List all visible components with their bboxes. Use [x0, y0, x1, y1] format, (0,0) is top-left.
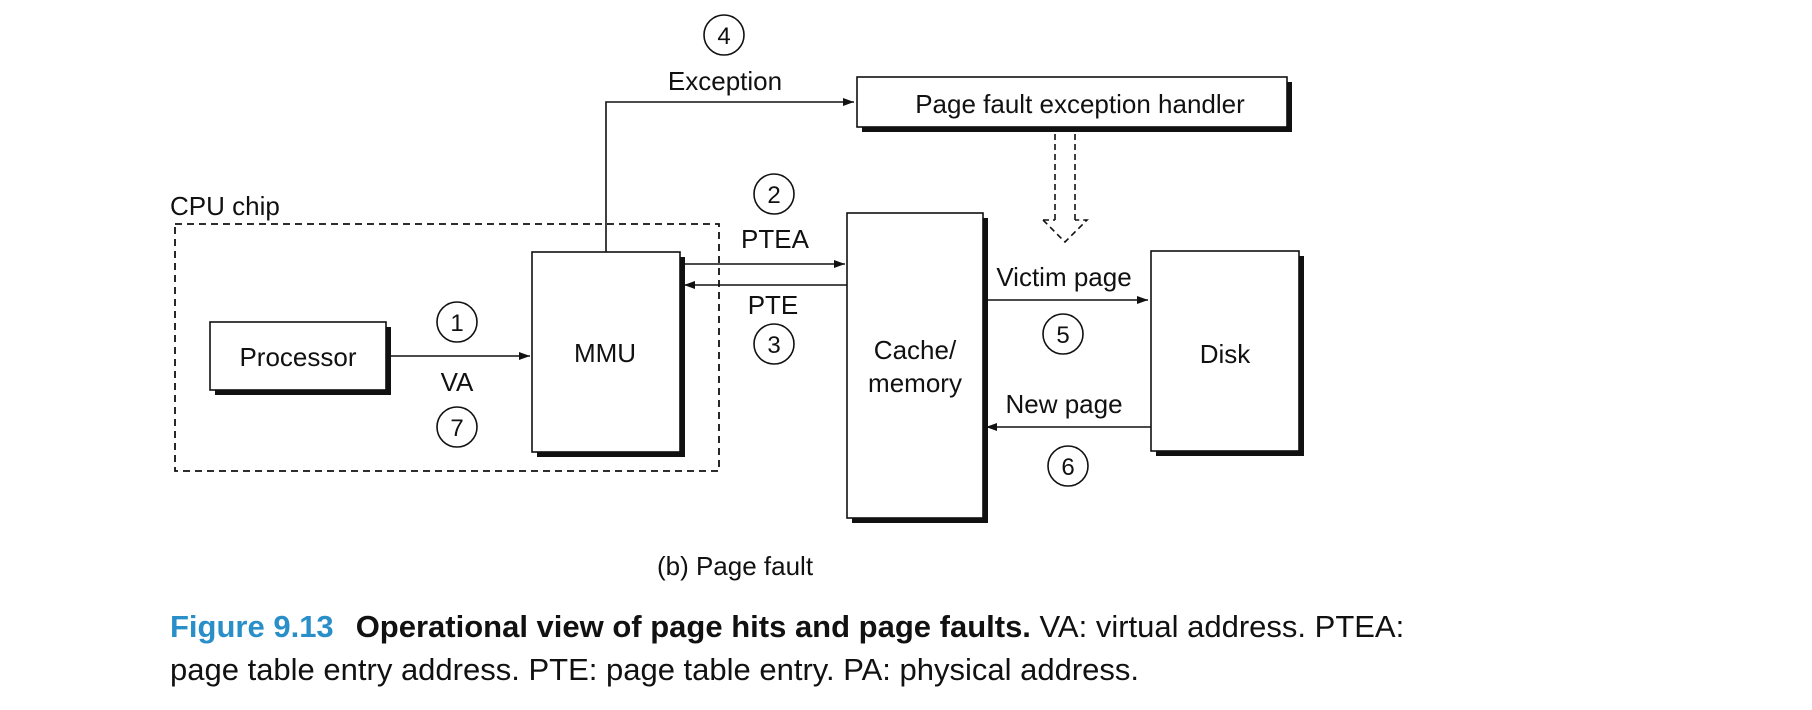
svg-text:5: 5 — [1056, 322, 1069, 349]
exception-label: Exception — [668, 66, 782, 96]
disk-label: Disk — [1200, 339, 1252, 369]
processor-box: Processor — [209, 321, 391, 395]
cache-memory-box: Cache/ memory — [846, 212, 988, 523]
svg-text:3: 3 — [767, 332, 780, 359]
handler-dashed-arrow — [1042, 134, 1089, 244]
exception-arrow — [605, 98, 854, 252]
disk-box: Disk — [1150, 250, 1304, 456]
cpu-chip-label: CPU chip — [170, 191, 280, 221]
svg-text:7: 7 — [450, 415, 463, 442]
pte-label: PTE — [748, 290, 799, 320]
step-6-marker: 6 — [1047, 445, 1089, 487]
va-label: VA — [441, 367, 474, 397]
step-5-marker: 5 — [1042, 313, 1084, 355]
figure-number: Figure 9.13 — [170, 609, 334, 644]
step-3-marker: 3 — [753, 323, 795, 365]
handler-label: Page fault exception handler — [915, 89, 1245, 119]
cache-label-line1: Cache/ — [874, 335, 957, 365]
svg-text:6: 6 — [1061, 454, 1074, 481]
figure-body: VA: virtual address. PTEA: page table en… — [170, 609, 1405, 687]
svg-text:1: 1 — [450, 310, 463, 337]
step-4-marker: 4 — [703, 14, 745, 56]
ptea-label: PTEA — [741, 224, 810, 254]
step-2-marker: 2 — [753, 173, 795, 215]
step-1-marker: 1 — [436, 301, 478, 343]
page-fault-diagram: CPU chip Processor MMU Cache/ memory Dis… — [170, 14, 1304, 581]
svg-text:2: 2 — [767, 182, 780, 209]
new-page-label: New page — [1005, 389, 1122, 419]
subcaption: (b) Page fault — [657, 551, 814, 581]
handler-box: Page fault exception handler — [856, 76, 1292, 132]
mmu-label: MMU — [574, 338, 636, 368]
step-7-marker: 7 — [436, 406, 478, 448]
cache-label-line2: memory — [868, 368, 962, 398]
mmu-box: MMU — [531, 251, 685, 457]
svg-text:4: 4 — [717, 23, 730, 50]
figure-title: Operational view of page hits and page f… — [355, 609, 1031, 644]
cpu-chip-region — [174, 223, 720, 472]
victim-page-label: Victim page — [996, 262, 1131, 292]
processor-label: Processor — [239, 342, 356, 372]
figure-caption: Figure 9.13 Operational view of page hits… — [170, 605, 1470, 691]
